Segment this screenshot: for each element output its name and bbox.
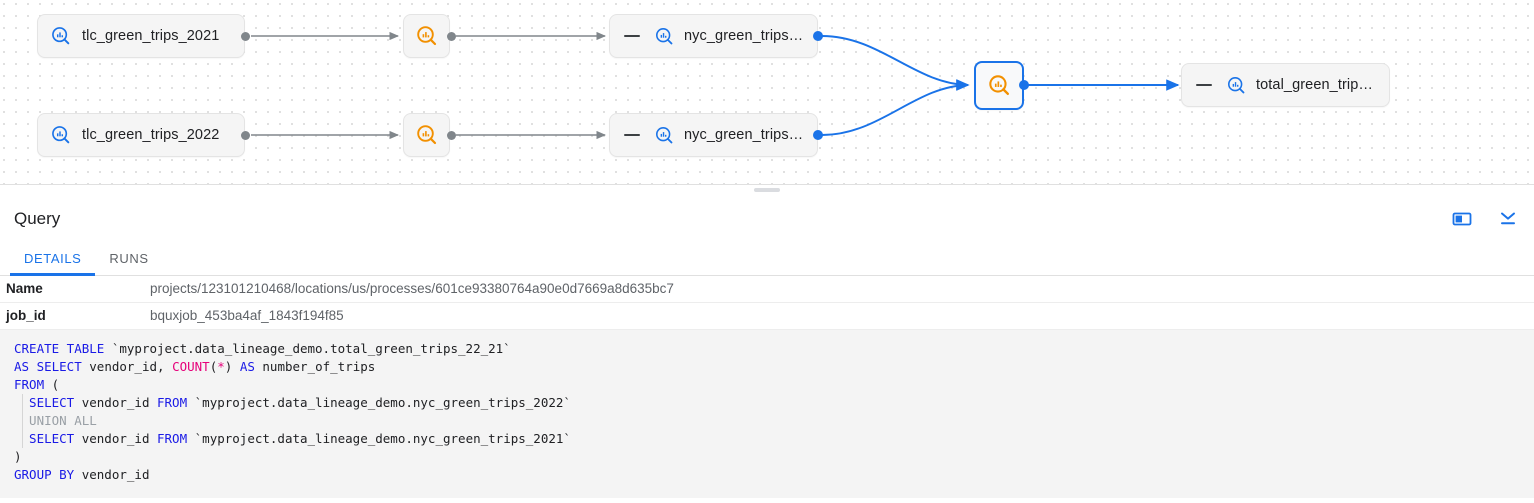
lineage-node-label: nyc_green_trips…: [684, 28, 804, 44]
bigquery-table-search-icon: [50, 25, 72, 47]
lineage-node-total-green-trips[interactable]: total_green_trip…: [1181, 63, 1390, 107]
node-output-port[interactable]: [241, 32, 250, 41]
sql-code-block[interactable]: CREATE TABLE `myproject.data_lineage_dem…: [0, 330, 1534, 498]
node-output-port[interactable]: [241, 131, 250, 140]
indent-guide: [22, 394, 23, 448]
split-panel-icon[interactable]: [1450, 207, 1474, 231]
detail-value: projects/123101210468/locations/us/proce…: [150, 281, 674, 296]
lineage-node-process-selected[interactable]: [974, 61, 1024, 110]
query-panel-header: Query: [0, 196, 1534, 242]
lineage-node-tlc-green-trips-2022[interactable]: tlc_green_trips_2022: [37, 113, 245, 157]
bigquery-table-search-icon: [1226, 75, 1247, 96]
query-header-actions: [1450, 207, 1520, 231]
node-output-port[interactable]: [447, 131, 456, 140]
bigquery-table-search-icon: [654, 26, 675, 47]
table-row: job_id bquxjob_453ba4af_1843f194f85: [0, 303, 1534, 330]
details-table: Name projects/123101210468/locations/us/…: [0, 276, 1534, 330]
detail-key: Name: [6, 281, 43, 296]
sql-code-text: CREATE TABLE `myproject.data_lineage_dem…: [14, 341, 571, 482]
node-collapse-toggle-icon[interactable]: [622, 26, 642, 46]
node-collapse-toggle-icon[interactable]: [1194, 75, 1214, 95]
lineage-node-tlc-green-trips-2021[interactable]: tlc_green_trips_2021: [37, 14, 245, 58]
process-search-icon: [415, 24, 439, 48]
table-row: Name projects/123101210468/locations/us/…: [0, 276, 1534, 303]
panel-splitter[interactable]: [0, 184, 1534, 196]
lineage-node-process-2[interactable]: [403, 113, 450, 157]
detail-value: bquxjob_453ba4af_1843f194f85: [150, 308, 344, 323]
lineage-node-label: nyc_green_trips…: [684, 127, 804, 143]
process-search-icon: [415, 123, 439, 147]
bigquery-table-search-icon: [50, 124, 72, 146]
detail-key: job_id: [6, 308, 46, 323]
node-output-port[interactable]: [447, 32, 456, 41]
node-output-port[interactable]: [813, 31, 823, 41]
query-panel-tabs: DETAILS RUNS: [0, 242, 1534, 276]
lineage-node-process-1[interactable]: [403, 14, 450, 58]
page-title: Query: [14, 209, 61, 228]
bigquery-table-search-icon: [654, 125, 675, 146]
node-output-port[interactable]: [813, 130, 823, 140]
lineage-node-label: total_green_trip…: [1256, 77, 1373, 93]
tab-runs[interactable]: RUNS: [109, 251, 149, 266]
process-search-icon: [987, 73, 1012, 98]
lineage-node-nyc-green-trips-top[interactable]: nyc_green_trips…: [609, 14, 818, 58]
collapse-down-icon[interactable]: [1496, 207, 1520, 231]
splitter-drag-handle[interactable]: [754, 188, 780, 192]
query-panel: Query DETAILS RUNS Name projects: [0, 196, 1534, 498]
node-collapse-toggle-icon[interactable]: [622, 125, 642, 145]
lineage-node-label: tlc_green_trips_2021: [82, 28, 220, 44]
lineage-node-label: tlc_green_trips_2022: [82, 127, 220, 143]
lineage-node-nyc-green-trips-bottom[interactable]: nyc_green_trips…: [609, 113, 818, 157]
tab-details[interactable]: DETAILS: [10, 242, 96, 276]
node-output-port[interactable]: [1019, 80, 1029, 90]
lineage-graph-canvas[interactable]: tlc_green_trips_2021 tlc_green_trips_202…: [0, 0, 1534, 184]
